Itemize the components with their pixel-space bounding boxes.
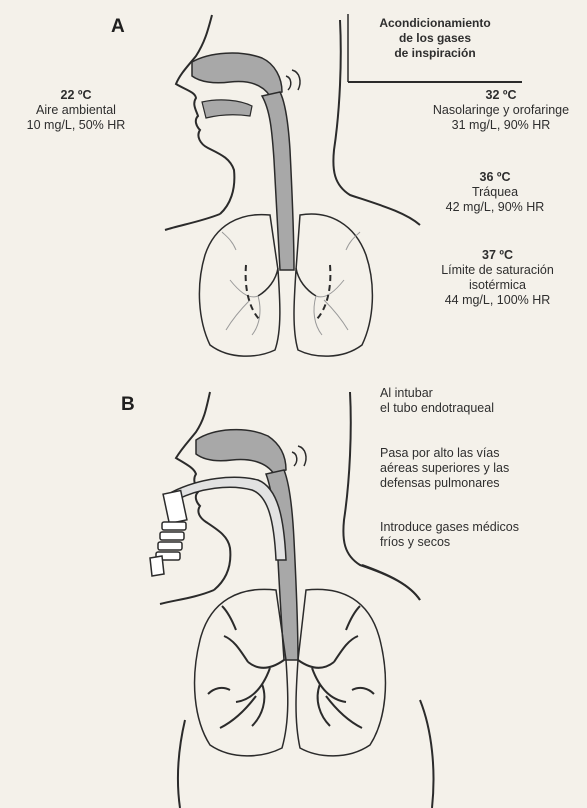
trachea-line1: Tráquea bbox=[420, 185, 570, 200]
gases-line1: Introduce gases médicos bbox=[380, 520, 580, 535]
limit-line3: 44 mg/L, 100% HR bbox=[410, 293, 585, 308]
header-line2: de los gases bbox=[350, 31, 520, 46]
nasopharynx-label: 32 ºC Nasolaringe y orofaringe 31 mg/L, … bbox=[418, 88, 584, 133]
bypass-line3: defensas pulmonares bbox=[380, 476, 580, 491]
lung-left-a bbox=[199, 215, 279, 357]
conditioning-header: Acondicionamiento de los gases de inspir… bbox=[350, 16, 520, 61]
limit-line2: isotérmica bbox=[410, 278, 585, 293]
ambient-temp: 22 ºC bbox=[6, 88, 146, 103]
lung-left-b bbox=[195, 589, 288, 756]
ambient-line1: Aire ambiental bbox=[6, 103, 146, 118]
oral-cavity-a bbox=[202, 100, 252, 118]
bypass-label: Pasa por alto las vías aéreas superiores… bbox=[380, 446, 580, 491]
ambient-air-label: 22 ºC Aire ambiental 10 mg/L, 50% HR bbox=[6, 88, 146, 133]
naso-line1: Nasolaringe y orofaringe bbox=[418, 103, 584, 118]
hose-end bbox=[150, 556, 164, 576]
gases-line2: fríos y secos bbox=[380, 535, 580, 550]
trachea-temp: 36 ºC bbox=[420, 170, 570, 185]
nasal-cavity-b bbox=[196, 430, 286, 474]
medical-gases-label: Introduce gases médicos fríos y secos bbox=[380, 520, 580, 550]
lung-right-b bbox=[296, 589, 385, 756]
ear-a bbox=[286, 70, 300, 90]
lower-body-right bbox=[420, 700, 434, 808]
header-line3: de inspiración bbox=[350, 46, 520, 61]
bypass-line2: aéreas superiores y las bbox=[380, 461, 580, 476]
saturation-boundary-a bbox=[246, 265, 331, 320]
neck-back-b bbox=[343, 392, 420, 600]
shoulder-left-a bbox=[165, 214, 220, 230]
naso-line2: 31 mg/L, 90% HR bbox=[418, 118, 584, 133]
intubation-line2: el tubo endotraqueal bbox=[380, 401, 580, 416]
intubation-label: Al intubar el tubo endotraqueal bbox=[380, 386, 580, 416]
trachea-a bbox=[262, 92, 294, 270]
carina-a bbox=[258, 268, 316, 296]
panel-a-letter: A bbox=[111, 16, 125, 38]
shoulder-left-b bbox=[160, 590, 214, 604]
lung-right-a bbox=[294, 214, 372, 356]
limit-line1: Límite de saturación bbox=[410, 263, 585, 278]
bypass-line1: Pasa por alto las vías bbox=[380, 446, 580, 461]
corrugated-hose bbox=[156, 522, 186, 560]
intubation-line1: Al intubar bbox=[380, 386, 580, 401]
trachea-label: 36 ºC Tráquea 42 mg/L, 90% HR bbox=[420, 170, 570, 215]
header-line1: Acondicionamiento bbox=[350, 16, 520, 31]
panel-a-figure bbox=[165, 15, 420, 356]
panel-b-letter: B bbox=[121, 394, 135, 416]
trachea-line2: 42 mg/L, 90% HR bbox=[420, 200, 570, 215]
ear-b bbox=[292, 446, 306, 466]
saturation-label: 37 ºC Límite de saturación isotérmica 44… bbox=[410, 248, 585, 308]
shoulder-right-b bbox=[362, 565, 420, 600]
lower-body-left bbox=[178, 720, 185, 808]
nasal-cavity-a bbox=[192, 53, 282, 96]
limit-temp: 37 ºC bbox=[410, 248, 585, 263]
ambient-line2: 10 mg/L, 50% HR bbox=[6, 118, 146, 133]
naso-temp: 32 ºC bbox=[418, 88, 584, 103]
